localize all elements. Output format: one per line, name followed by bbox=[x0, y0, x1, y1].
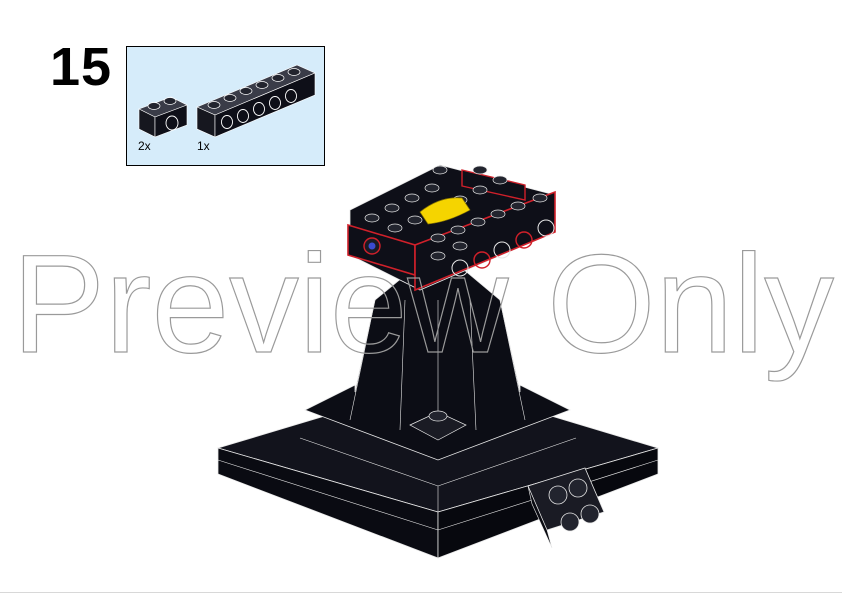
page-divider bbox=[0, 592, 842, 593]
yellow-accent-piece bbox=[419, 197, 471, 225]
parts-callout: 2x 1x bbox=[126, 46, 325, 166]
part-quantity: 2x bbox=[138, 139, 151, 153]
top-brick-assembly bbox=[347, 164, 556, 292]
new-brick-highlight bbox=[414, 190, 556, 292]
parts-illustration bbox=[138, 64, 316, 138]
technic-brick-1x6-icon bbox=[196, 64, 316, 138]
part-quantity: 1x bbox=[197, 139, 210, 153]
technic-brick-1x2-icon bbox=[138, 96, 188, 138]
step-number: 15 bbox=[50, 37, 113, 97]
pedestal bbox=[304, 247, 571, 461]
side-plate bbox=[527, 467, 605, 549]
studs bbox=[364, 165, 548, 261]
